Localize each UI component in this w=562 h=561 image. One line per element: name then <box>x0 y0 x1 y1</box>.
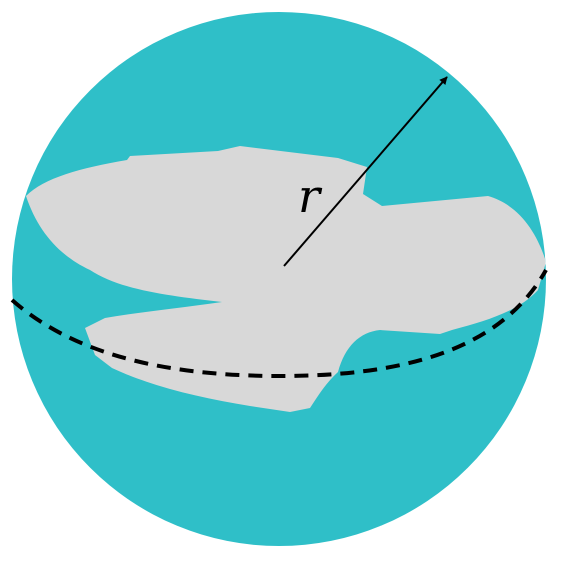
radius-label: r <box>298 169 323 223</box>
land-region <box>26 146 546 412</box>
equator-dashed-line <box>10 269 548 379</box>
radius-arrow <box>283 76 448 267</box>
